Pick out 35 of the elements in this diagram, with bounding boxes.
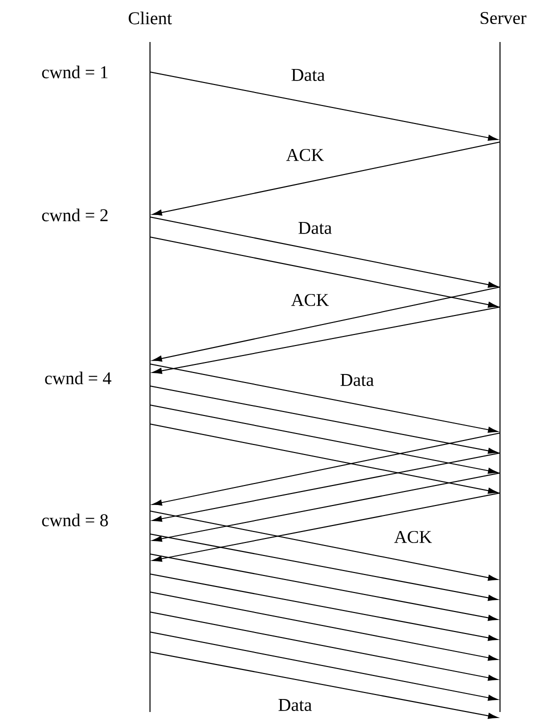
arrow	[150, 364, 498, 433]
arrow	[150, 424, 498, 494]
window-label: cwnd = 1	[42, 66, 108, 78]
arrow	[150, 554, 498, 621]
arrow	[152, 492, 500, 562]
arrow	[152, 432, 500, 506]
edge-label: ACK	[290, 292, 330, 308]
edge-label: Data	[277, 698, 313, 712]
edge-label: ACK	[285, 148, 325, 162]
participant-label: Server	[480, 12, 526, 24]
arrow	[150, 632, 498, 701]
participant-label: Client	[128, 12, 172, 24]
arrow	[152, 452, 500, 522]
arrow	[150, 612, 498, 681]
window-label: cwnd = 8	[42, 514, 108, 526]
arrow	[150, 534, 498, 601]
arrow	[150, 510, 498, 581]
arrow	[150, 652, 498, 719]
arrow	[150, 236, 498, 308]
arrow	[152, 286, 500, 362]
edge-label: Data	[339, 373, 375, 387]
edge-label: Data	[290, 68, 326, 82]
arrow	[152, 472, 500, 542]
arrow	[150, 574, 498, 641]
window-label: cwnd = 2	[42, 208, 108, 222]
arrow	[150, 404, 498, 474]
edge-label: Data	[297, 221, 333, 235]
arrow	[150, 72, 498, 141]
edge-label: ACK	[393, 530, 433, 544]
arrow	[152, 306, 500, 374]
arrow	[150, 216, 498, 288]
arrow	[150, 592, 498, 661]
arrow	[150, 386, 498, 454]
window-label: cwnd = 4	[45, 372, 112, 384]
arrow	[152, 142, 500, 216]
